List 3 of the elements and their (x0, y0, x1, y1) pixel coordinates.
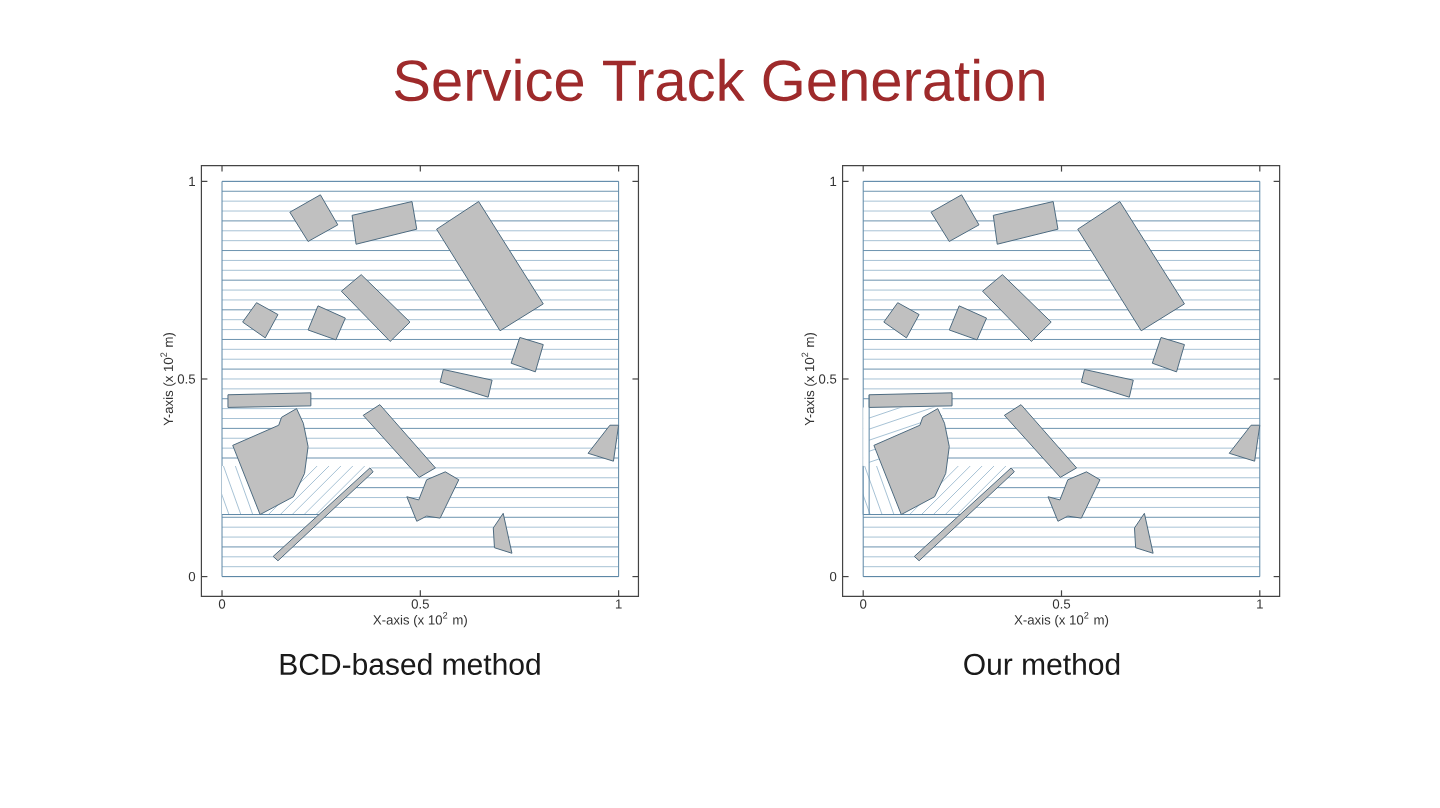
caption: Our method (964, 652, 1120, 675)
title: Service Track Generation (394, 58, 1044, 102)
caption: BCD-based method (280, 652, 540, 675)
